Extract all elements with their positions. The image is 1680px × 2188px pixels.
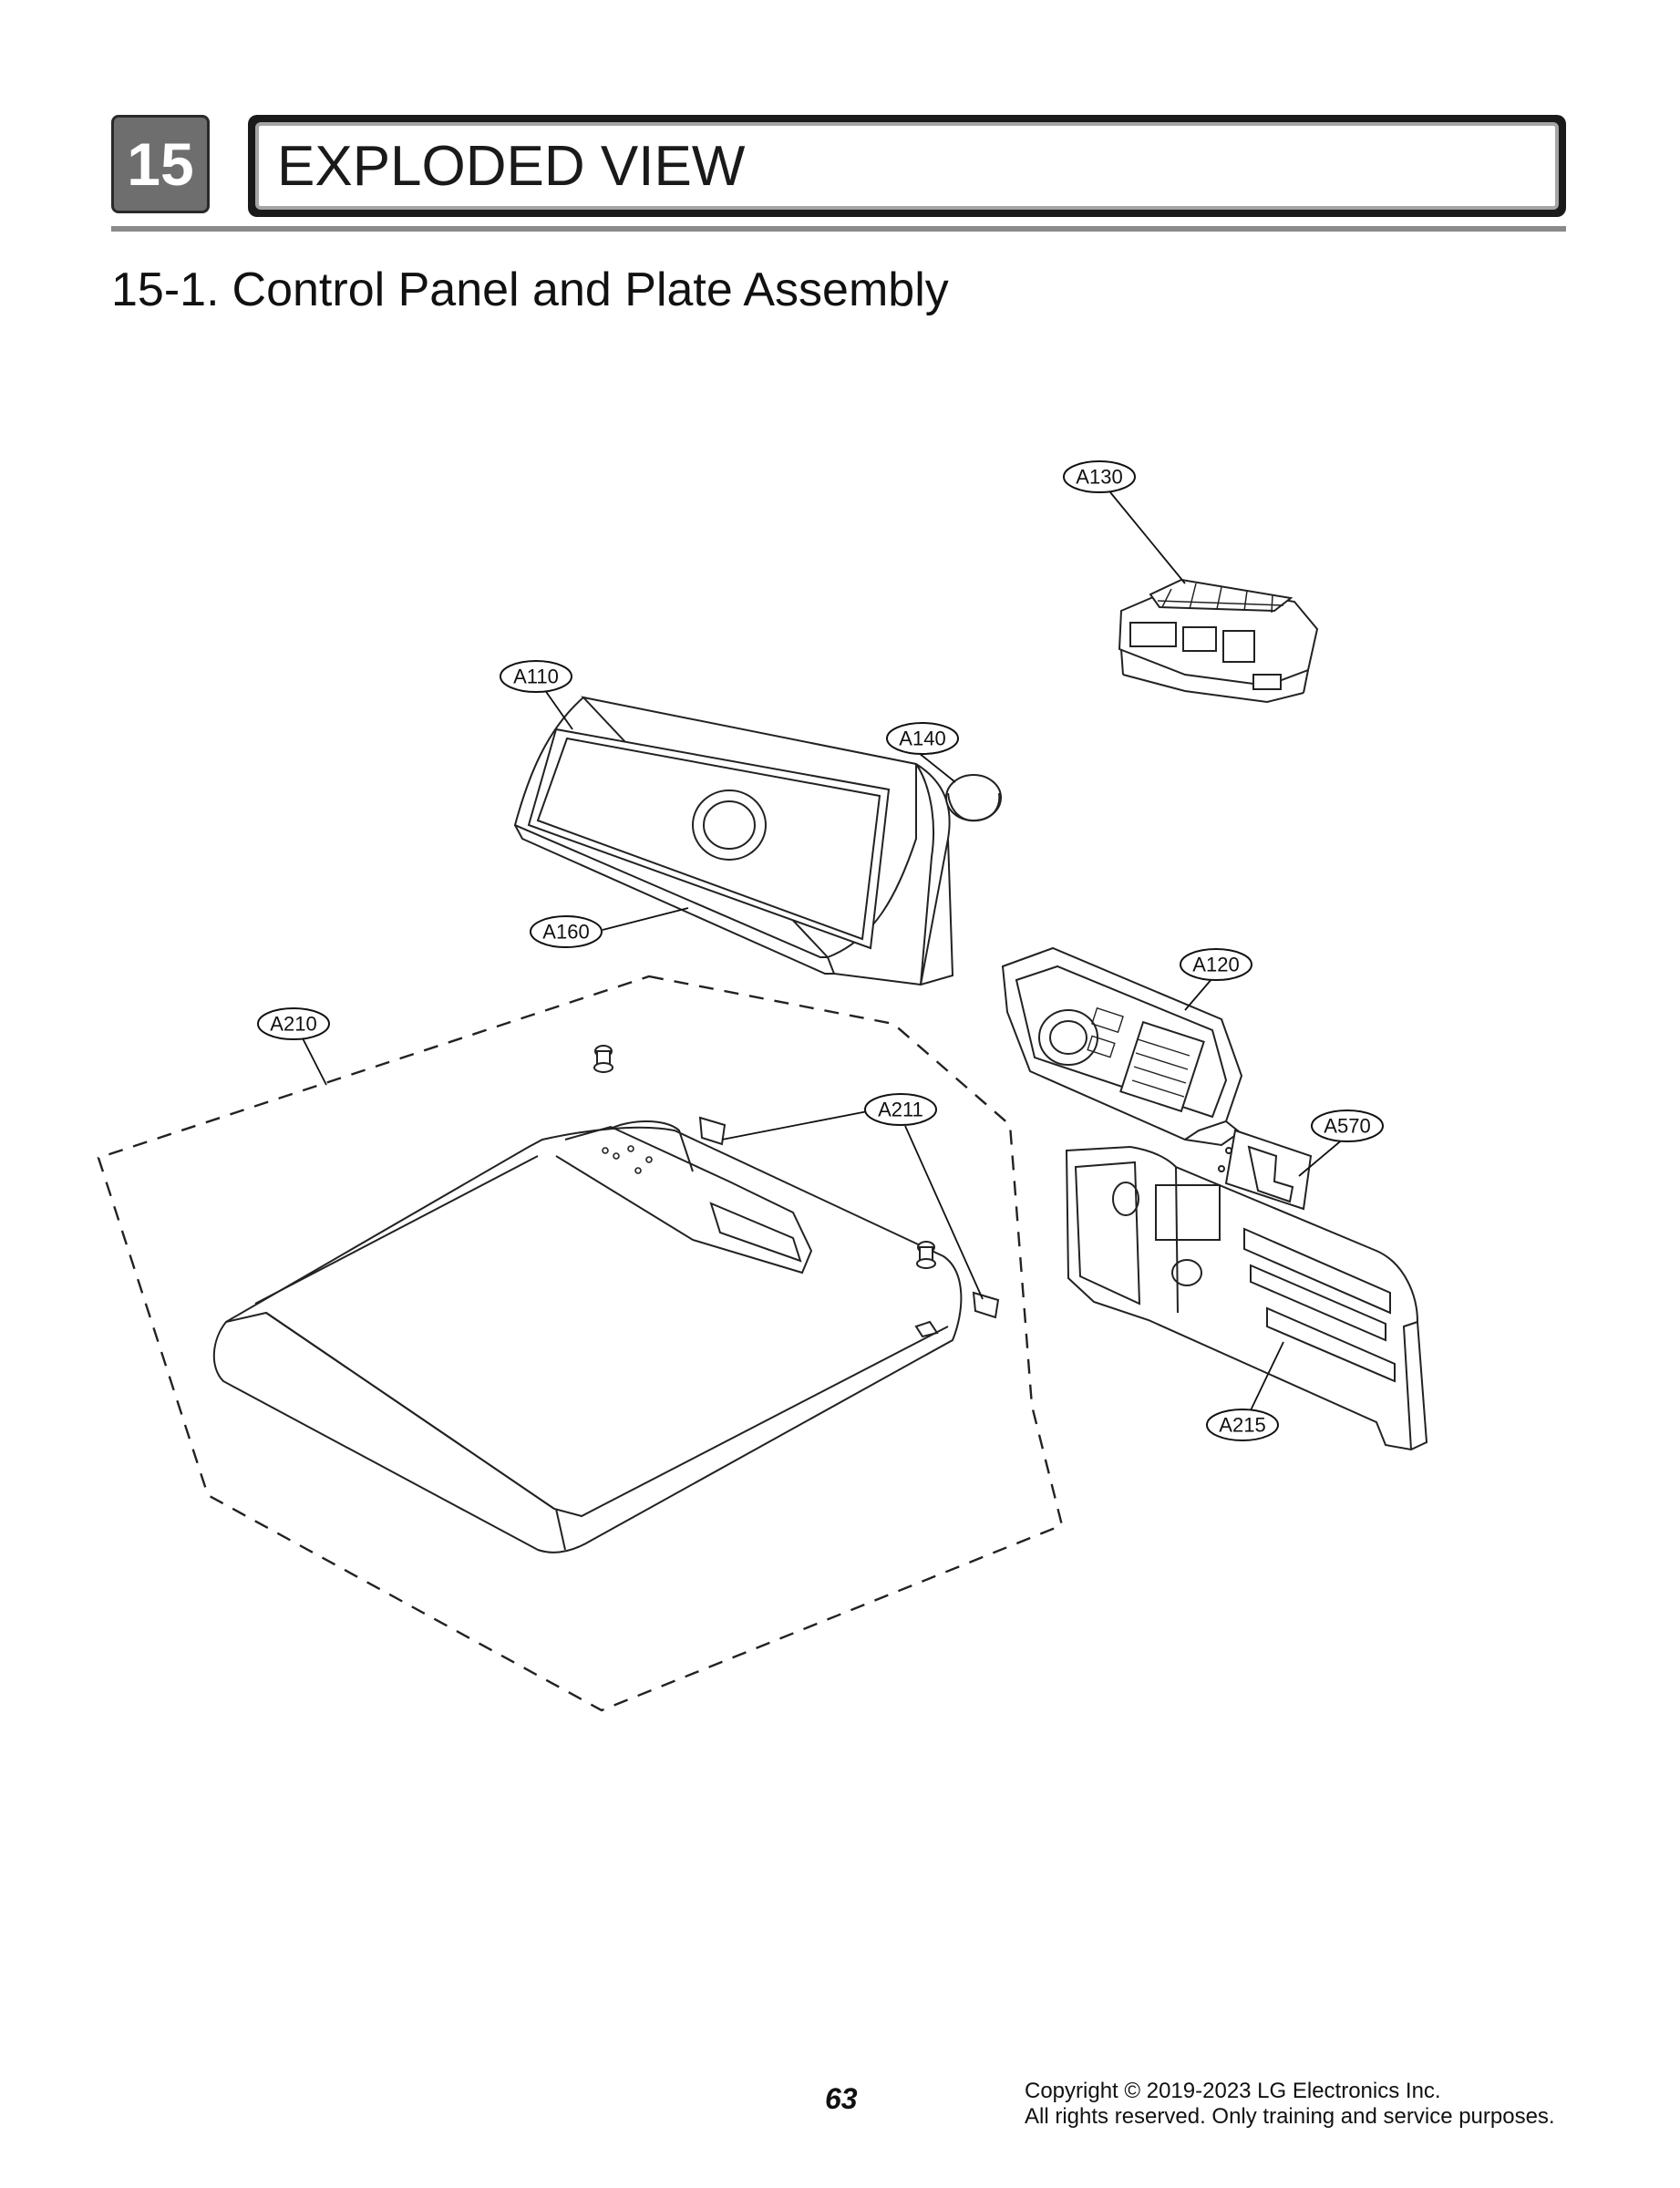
callout-a120: A120: [1192, 954, 1239, 976]
page-number: 63: [825, 2082, 858, 2115]
part-a110: [513, 696, 954, 986]
rights-line: All rights reserved. Only training and s…: [1025, 2104, 1555, 2129]
header-rule: [111, 226, 1566, 232]
footer-copyright: Copyright © 2019-2023 LG Electronics Inc…: [1025, 2079, 1555, 2130]
callout-a211: A211: [878, 1099, 923, 1121]
part-a570: [1218, 1129, 1313, 1211]
callout-bubbles: [257, 460, 1384, 1441]
callout-a210: A210: [270, 1013, 316, 1036]
part-a210: [212, 1120, 963, 1553]
part-a215: [1065, 1145, 1428, 1451]
section-heading: 15-1.Control Panel and Plate Assembly: [111, 263, 949, 317]
fastener-top: [593, 1045, 613, 1073]
callout-a215: A215: [1219, 1414, 1265, 1437]
callout-a110: A110: [513, 666, 559, 688]
part-a130: [1118, 578, 1319, 704]
copyright-line: Copyright © 2019-2023 LG Electronics Inc…: [1025, 2079, 1441, 2103]
section-title: Control Panel and Plate Assembly: [232, 263, 949, 316]
callout-a570: A570: [1324, 1115, 1370, 1138]
part-a120: [1001, 946, 1243, 1147]
callout-a140: A140: [899, 728, 945, 750]
chapter-title-frame: EXPLODED VIEW: [248, 115, 1566, 217]
part-a140: [945, 774, 1002, 822]
leader-lines: [300, 491, 1345, 1411]
callout-a130: A130: [1076, 466, 1122, 489]
callout-a160: A160: [542, 921, 589, 944]
fastener-right: [916, 1241, 936, 1269]
chapter-number-badge: 15: [111, 115, 210, 213]
chapter-title: EXPLODED VIEW: [255, 122, 1559, 210]
bracket-a211-lower: [972, 1291, 1000, 1319]
section-number: 15-1.: [111, 263, 220, 316]
bracket-a211-upper: [698, 1116, 727, 1146]
